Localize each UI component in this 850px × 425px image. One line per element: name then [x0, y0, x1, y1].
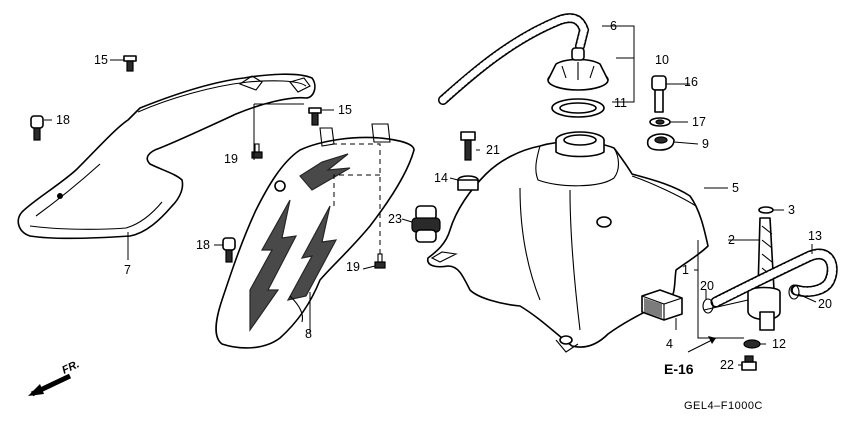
label-22: 22 [720, 358, 734, 372]
grommet-18-lower [222, 237, 236, 263]
label-16: 16 [684, 75, 698, 89]
label-18-upper: 18 [56, 113, 70, 127]
breather-hose-6 [438, 13, 590, 105]
label-19-upper: 19 [224, 152, 238, 166]
label-13: 13 [808, 229, 822, 243]
label-21: 21 [486, 143, 500, 157]
label-15-middle: 15 [338, 103, 352, 117]
bolt-22 [741, 355, 757, 371]
shroud-8 [215, 123, 415, 349]
part-labels: 15 18 7 19 15 18 8 19 6 10 11 21 14 23 1… [56, 19, 832, 372]
o-ring-3 [758, 206, 774, 214]
fuel-tank-5 [426, 140, 709, 353]
label-9: 9 [702, 137, 709, 151]
label-14: 14 [434, 171, 448, 185]
label-20-left: 20 [700, 279, 714, 293]
gasket-11 [551, 98, 605, 118]
bolt-21 [460, 131, 476, 161]
fuel-valve-1 [703, 286, 781, 331]
tank-filler-neck [555, 131, 605, 158]
label-19-lower: 19 [346, 260, 360, 274]
washer-17 [649, 117, 671, 127]
label-7: 7 [124, 263, 131, 277]
label-4: 4 [666, 337, 673, 351]
screw-19-lower [374, 253, 386, 269]
clip-20-right [788, 284, 800, 300]
label-2: 2 [728, 233, 735, 247]
label-10: 10 [655, 53, 669, 67]
label-5: 5 [732, 181, 739, 195]
bolt-15-middle [308, 107, 322, 126]
label-20-right: 20 [818, 297, 832, 311]
screw-19-upper [251, 143, 263, 159]
leader-lines [44, 25, 817, 366]
grommet-18-upper [30, 115, 44, 141]
reference-e16: E-16 [664, 361, 694, 377]
bolt-15-left [123, 55, 137, 72]
label-1: 1 [682, 263, 689, 277]
label-23: 23 [388, 212, 402, 226]
clip-20-left [702, 298, 714, 314]
bolt-16 [651, 75, 667, 113]
drawing-code: GEL4–F1000C [684, 400, 763, 412]
label-15-left: 15 [94, 53, 108, 67]
side-cover-left [17, 73, 316, 240]
rubber-9 [646, 133, 675, 151]
washer-12 [743, 339, 761, 349]
label-6: 6 [610, 19, 617, 33]
label-18-lower: 18 [196, 238, 210, 252]
fuel-cap-10 [547, 47, 609, 91]
fuel-hose-13 [710, 248, 838, 308]
damper-4 [641, 289, 683, 321]
mount-rubber-23 [411, 205, 441, 243]
label-3: 3 [788, 203, 795, 217]
label-8: 8 [305, 327, 312, 341]
label-17: 17 [692, 115, 706, 129]
front-arrow-icon: FR. [28, 358, 81, 397]
label-11: 11 [614, 96, 627, 110]
label-12: 12 [772, 337, 786, 351]
front-label: FR. [60, 358, 81, 376]
collar-14 [457, 175, 479, 191]
